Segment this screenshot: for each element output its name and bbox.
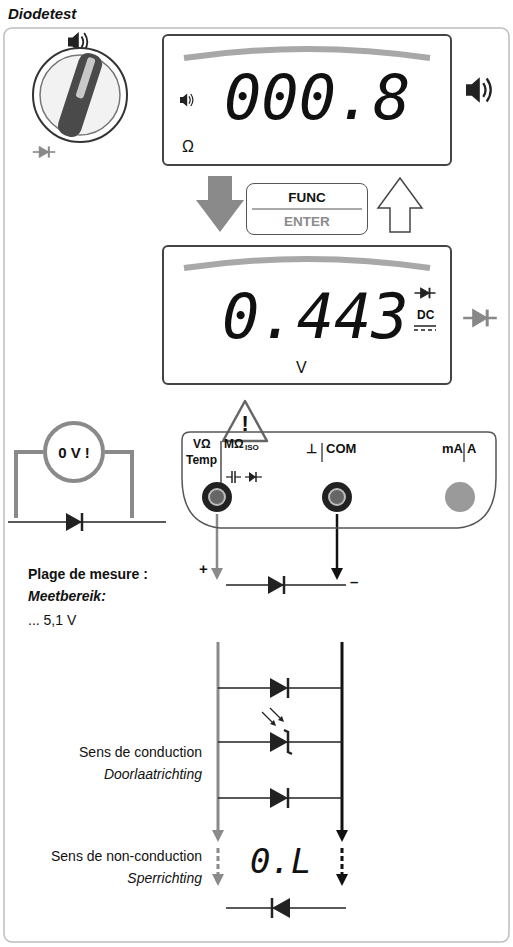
dc-symbol <box>414 329 436 331</box>
overload-reading: 0.L <box>250 842 311 881</box>
bar-graph <box>184 49 430 58</box>
func-enter-button: FUNC ENTER <box>246 183 368 235</box>
up-arrow <box>378 178 422 232</box>
direction-label: Doorlaatrichting <box>104 766 202 782</box>
jack-label: MΩ <box>224 438 244 452</box>
polarity-mark: + <box>199 560 208 577</box>
button-label: FUNC <box>247 190 367 206</box>
zero-volt-circle: 0 V ! <box>43 421 105 483</box>
diode-icon <box>463 310 497 327</box>
jack-label: ⊥ <box>306 442 317 457</box>
direction-label: Sperrichting <box>127 870 202 886</box>
section-heading: Meetbereik: <box>28 588 106 604</box>
bar-graph <box>184 259 430 268</box>
title: Diodetest <box>8 5 76 22</box>
lcd-display: 000.8Ω <box>162 34 452 166</box>
buzzer-icon <box>180 93 193 106</box>
button-divider <box>252 208 362 209</box>
rotary-switch <box>33 32 127 158</box>
button-label: ENTER <box>247 214 367 230</box>
jack-label: mA <box>442 442 463 457</box>
unit-symbol: Ω <box>182 138 194 156</box>
buzzer-icon <box>466 77 491 102</box>
display-reading: 000.8 <box>224 62 411 133</box>
lcd-display: 0.443 DC V <box>162 245 452 385</box>
zero-volt-wiring <box>8 452 166 531</box>
jacks <box>202 441 475 512</box>
jack-label: VΩ <box>193 438 211 452</box>
zero-volt-label: 0 V ! <box>47 444 101 461</box>
down-arrow <box>196 176 244 232</box>
test-leads <box>211 514 346 594</box>
frame <box>4 28 509 942</box>
warning-mark: ! <box>220 412 270 437</box>
jack-label: A <box>467 442 476 457</box>
direction-label: Sens de non-conduction <box>51 848 202 864</box>
jack-label: ISO <box>245 443 259 452</box>
dc-symbol <box>414 325 436 327</box>
jack-panel: VΩ Temp MΩISO ⊥ COM mA A <box>180 430 498 530</box>
forward-circuits <box>212 642 348 842</box>
unit-symbol: V <box>296 359 307 377</box>
panel-path <box>182 432 496 528</box>
jack-label: Temp <box>186 454 217 468</box>
range-value: ... 5,1 V <box>28 612 76 628</box>
dc-label: DC <box>417 309 434 323</box>
display-reading: 0.443 <box>222 281 409 352</box>
direction-label: Sens de conduction <box>79 744 202 760</box>
polarity-mark: – <box>350 573 358 590</box>
jack-label: COM <box>326 442 356 457</box>
diode-icon <box>415 288 436 299</box>
section-heading: Plage de mesure : <box>28 566 148 582</box>
